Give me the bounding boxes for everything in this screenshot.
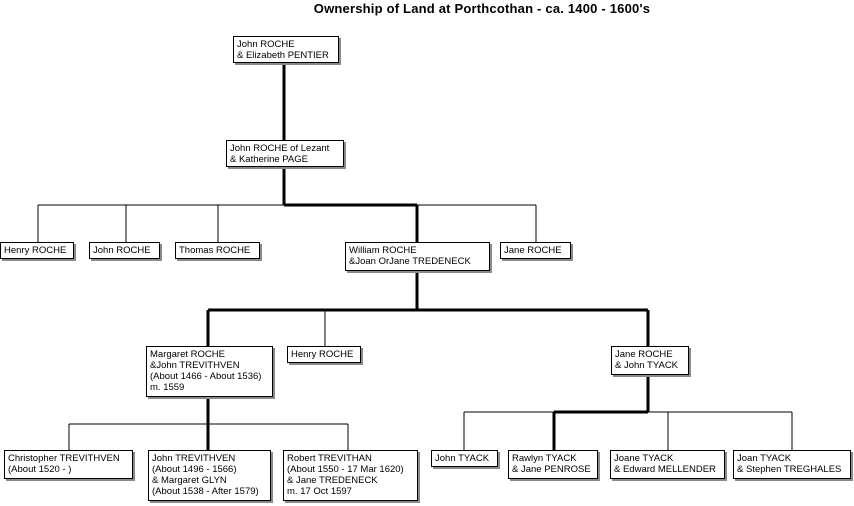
- chart-title: Ownership of Land at Porthcothan - ca. 1…: [313, 1, 651, 16]
- person-detail: &Joan OrJane TREDENECK: [349, 256, 471, 267]
- person-box[interactable]: John ROCHE & Elizabeth PENTIER: [233, 36, 339, 63]
- person-name: Rawlyn TYACK: [512, 453, 577, 464]
- person-detail: (About 1520 - ): [8, 464, 72, 475]
- person-detail: & Margaret GLYN: [152, 475, 227, 486]
- person-box[interactable]: Christopher TREVITHVEN (About 1520 - ): [4, 450, 133, 479]
- person-box[interactable]: John ROCHE: [89, 242, 160, 259]
- person-box[interactable]: John TREVITHVEN (About 1496 - 1566) & Ma…: [148, 450, 271, 501]
- person-box[interactable]: Henry ROCHE: [0, 242, 74, 259]
- person-box[interactable]: Robert TREVITHAN (About 1550 - 17 Mar 16…: [283, 450, 418, 501]
- person-box[interactable]: John TYACK: [431, 450, 498, 467]
- person-name: Robert TREVITHAN: [287, 453, 372, 464]
- person-detail: & Jane PENROSE: [512, 464, 591, 475]
- person-name: Margaret ROCHE: [150, 349, 225, 360]
- person-detail: & Edward MELLENDER: [614, 464, 716, 475]
- person-box[interactable]: John ROCHE of Lezant & Katherine PAGE: [226, 140, 344, 167]
- person-name: Christopher TREVITHVEN: [8, 453, 120, 464]
- person-box[interactable]: Jane ROCHE & John TYACK: [611, 346, 689, 375]
- person-detail: & John TYACK: [615, 360, 679, 371]
- person-box[interactable]: Henry ROCHE: [287, 346, 361, 363]
- person-name: Thomas ROCHE: [179, 245, 251, 256]
- person-box[interactable]: Joan TYACK & Stephen TREGHALES: [733, 450, 851, 479]
- person-name: Jane ROCHE: [504, 245, 562, 256]
- person-detail: & Jane TREDENECK: [287, 475, 378, 486]
- person-name: Joane TYACK: [614, 453, 674, 464]
- person-detail: & Stephen TREGHALES: [737, 464, 842, 475]
- person-detail: (About 1496 - 1566): [152, 464, 237, 475]
- person-name: William ROCHE: [349, 245, 417, 256]
- person-name: John ROCHE: [237, 39, 295, 50]
- person-detail: (About 1550 - 17 Mar 1620): [287, 464, 404, 475]
- person-name: Henry ROCHE: [291, 349, 354, 360]
- person-name: John TYACK: [435, 453, 490, 464]
- person-detail: m. 17 Oct 1597: [287, 486, 352, 497]
- person-box[interactable]: Rawlyn TYACK & Jane PENROSE: [508, 450, 598, 479]
- person-name: John ROCHE of Lezant: [230, 143, 330, 154]
- person-name: John TREVITHVEN: [152, 453, 236, 464]
- person-name: Joan TYACK: [737, 453, 792, 464]
- person-detail: & Katherine PAGE: [230, 154, 308, 165]
- person-detail: m. 1559: [150, 382, 185, 393]
- person-box[interactable]: Jane ROCHE: [500, 242, 571, 259]
- person-box[interactable]: William ROCHE &Joan OrJane TREDENECK: [345, 242, 490, 271]
- person-name: John ROCHE: [93, 245, 151, 256]
- person-detail: &John TREVITHVEN: [150, 360, 240, 371]
- person-detail: & Elizabeth PENTIER: [237, 50, 329, 61]
- person-box[interactable]: Joane TYACK & Edward MELLENDER: [610, 450, 725, 479]
- person-detail: (About 1538 - After 1579): [152, 486, 259, 497]
- person-name: Henry ROCHE: [4, 245, 67, 256]
- person-name: Jane ROCHE: [615, 349, 673, 360]
- person-box[interactable]: Thomas ROCHE: [175, 242, 260, 259]
- person-box[interactable]: Margaret ROCHE &John TREVITHVEN (About 1…: [146, 346, 273, 397]
- person-detail: (About 1466 - About 1536): [150, 371, 262, 382]
